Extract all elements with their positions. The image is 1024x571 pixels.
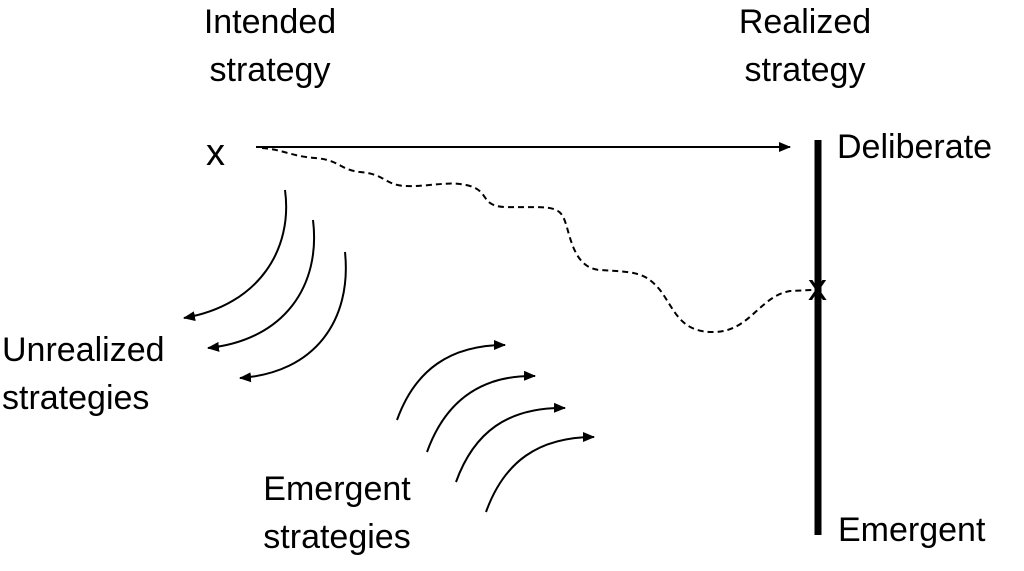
realized-end-marker: x [808,267,827,309]
intended-label-line-2: strategy [209,51,331,89]
emergent-end-label: Emergent [838,511,986,549]
emergent-arrow-1 [396,340,506,421]
realized-label-line-2: strategy [744,51,866,89]
emergent-strategies-label: Emergent strategies [222,465,452,561]
emergent-strategies-line-1: Emergent [263,470,411,508]
deliberate-label: Deliberate [837,128,992,166]
unrealized-arrow-1 [183,189,288,322]
emergent-arrow-2 [426,370,536,453]
unrealized-arrow-3 [239,251,347,383]
realized-path-dashed [261,147,813,334]
emergent-arrow-4 [485,432,595,513]
unrealized-strategies-label: Unrealized strategies [2,326,165,422]
unrealized-label-line-2: strategies [2,379,150,417]
emergent-strategies-line-2: strategies [263,518,411,556]
intended-start-marker: x [206,132,225,174]
intended-strategy-label: Intended strategy [165,0,375,94]
unrealized-arrow-2 [207,219,316,352]
realized-strategy-label: Realized strategy [700,0,910,94]
intended-label-line-1: Intended [203,3,337,41]
realized-label-line-1: Realized [738,3,872,41]
unrealized-label-line-1: Unrealized [2,331,165,369]
emergent-arrow-3 [455,402,566,483]
